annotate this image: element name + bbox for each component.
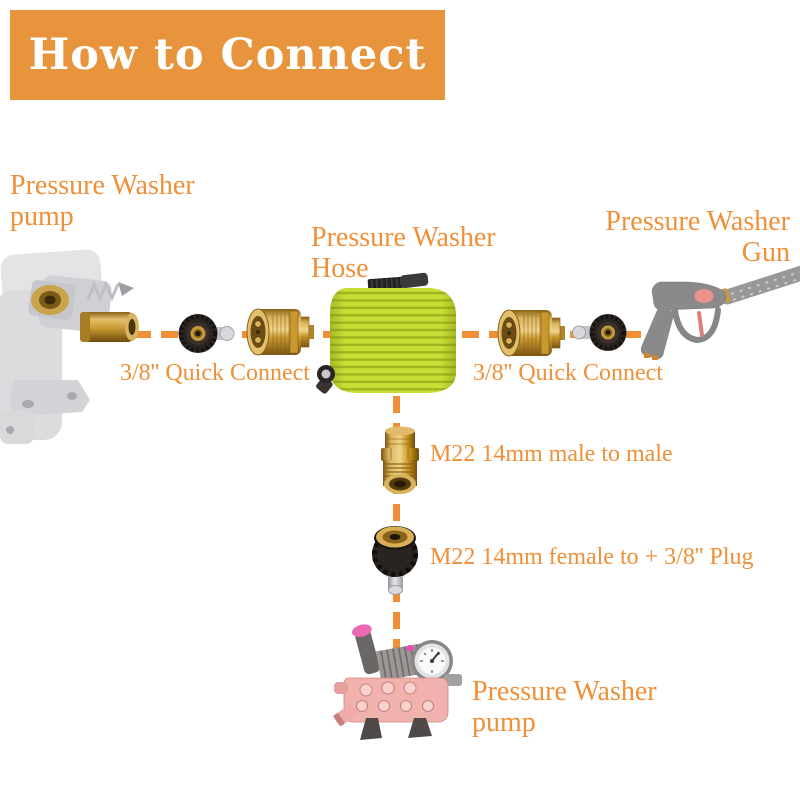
pump-top-left-label: Pressure Washer pump bbox=[10, 170, 195, 232]
gun-red-button bbox=[694, 289, 714, 303]
m22-male-label: M22 14mm male to male bbox=[430, 441, 673, 467]
pump-bottom-label: Pressure Washer pump bbox=[472, 676, 657, 738]
m22-female-label: M22 14mm female to + 3/8'' Plug bbox=[430, 544, 754, 570]
quick-connect-left-label: 3/8'' Quick Connect bbox=[120, 360, 310, 386]
m22-female-plug-image bbox=[372, 526, 418, 595]
pressure-washer-gun-image bbox=[640, 265, 800, 360]
label-line: Pressure Washer bbox=[311, 222, 496, 253]
label-line: pump bbox=[472, 707, 536, 738]
hose-label: Pressure Washer Hose bbox=[311, 222, 496, 284]
label-line: Hose bbox=[311, 253, 369, 284]
gun-label: Pressure Washer Gun bbox=[540, 206, 790, 268]
pressure-washer-pump-bottom-image bbox=[333, 624, 462, 740]
pressure-washer-pump-left-image bbox=[0, 249, 139, 444]
m22-male-to-male-image bbox=[381, 426, 419, 494]
pressure-gauge bbox=[411, 640, 453, 686]
pump-handle bbox=[352, 624, 380, 675]
label-line: Pressure Washer bbox=[472, 676, 657, 707]
quick-connect-coupler-left-image bbox=[246, 308, 314, 356]
label-line: Pressure Washer bbox=[605, 206, 790, 237]
m22-black-fitting-right-image bbox=[572, 314, 627, 351]
dashed-line-vertical bbox=[393, 396, 400, 654]
quick-connect-right-label: 3/8'' Quick Connect bbox=[473, 360, 663, 386]
page-title: How to Connect bbox=[28, 30, 427, 80]
coiled-hose-image bbox=[316, 272, 456, 394]
hose-end-fitting bbox=[316, 365, 335, 394]
quick-connect-coupler-right-image bbox=[497, 309, 565, 357]
label-line: pump bbox=[10, 201, 74, 232]
label-line: Pressure Washer bbox=[10, 170, 195, 201]
title-banner: How to Connect bbox=[10, 10, 445, 100]
label-line: Gun bbox=[741, 237, 790, 268]
m22-black-fitting-left-image bbox=[178, 314, 235, 353]
